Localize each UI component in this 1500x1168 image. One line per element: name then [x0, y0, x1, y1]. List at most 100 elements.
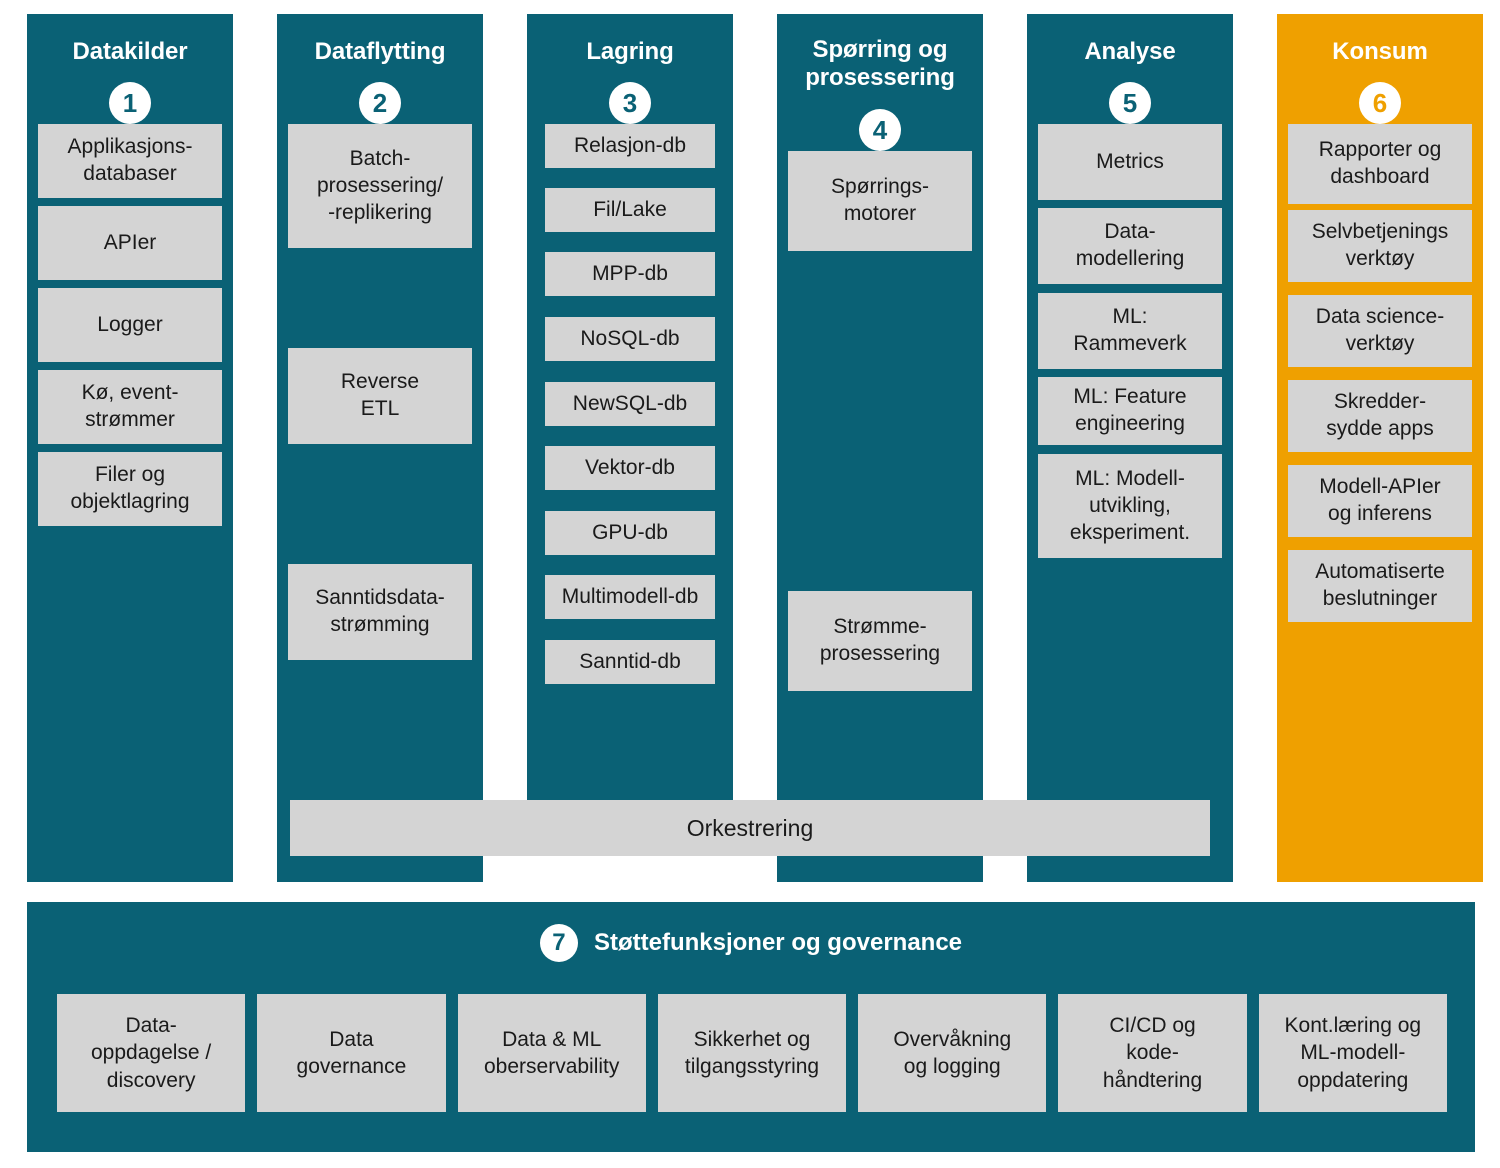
step-badge: 1 — [109, 82, 151, 125]
capability-card-label: Spørrings-motorer — [830, 174, 930, 225]
capability-card[interactable]: Data science-verktøy — [1288, 295, 1472, 368]
support-title: Støttefunksjoner og governance — [593, 929, 963, 956]
capability-card[interactable]: GPU-db — [545, 511, 715, 556]
capability-card-label: Logger — [97, 312, 163, 336]
capability-card[interactable]: Batch-prosessering/-replikering — [288, 124, 472, 249]
capability-card-label: Relasjon-db — [573, 133, 687, 157]
capability-card-label: Sanntid-db — [579, 649, 681, 673]
capability-card[interactable]: Relasjon-db — [545, 124, 715, 169]
capability-card-label: Applikasjons-databaser — [67, 135, 193, 186]
step-badge: 3 — [609, 82, 651, 125]
capability-card-label: Multimodell-db — [561, 584, 699, 608]
capability-card[interactable]: Sanntid-db — [545, 640, 715, 685]
capability-card-label: Skredder-sydde apps — [1326, 390, 1434, 441]
support-card[interactable]: Data-oppdagelse /discovery — [57, 994, 246, 1112]
capability-card[interactable]: Fil/Lake — [545, 188, 715, 233]
capability-card[interactable]: ML:Rammeverk — [1038, 293, 1222, 370]
capability-card-label: Kø, event-strømmer — [81, 381, 179, 432]
capability-card[interactable]: APIer — [38, 206, 222, 281]
capability-card[interactable]: Multimodell-db — [545, 575, 715, 620]
capability-card-label: Data science-verktøy — [1315, 305, 1445, 356]
capability-card[interactable]: Data-modellering — [1038, 208, 1222, 285]
support-card-label: Data-oppdagelse /discovery — [91, 1014, 212, 1092]
orchestration-bar: Orkestrering — [290, 800, 1210, 856]
support-step-badge: 7 — [539, 924, 578, 962]
capability-card[interactable]: Sanntidsdata-strømming — [288, 564, 472, 661]
capability-card[interactable]: Kø, event-strømmer — [38, 370, 222, 445]
capability-card[interactable]: Skredder-sydde apps — [1288, 380, 1472, 453]
capability-card-label: Vektor-db — [585, 455, 675, 479]
capability-card[interactable]: ML: Modell-utvikling,eksperiment. — [1038, 454, 1222, 559]
capability-card-label: Fil/Lake — [593, 197, 667, 221]
step-badge: 2 — [359, 82, 401, 125]
capability-card-label: Batch-prosessering/-replikering — [316, 147, 444, 224]
step-badge: 6 — [1359, 82, 1401, 125]
capability-card-label: NewSQL-db — [572, 391, 688, 415]
column-title: Analyse — [1084, 38, 1176, 65]
column-title: Lagring — [586, 38, 674, 65]
capability-card[interactable]: NoSQL-db — [545, 317, 715, 362]
capability-card[interactable]: Metrics — [1038, 124, 1222, 201]
capability-card-label: Strømme-prosessering — [819, 614, 941, 665]
capability-card[interactable]: Applikasjons-databaser — [38, 124, 222, 199]
capability-card[interactable]: Logger — [38, 288, 222, 363]
capability-card-label: MPP-db — [592, 261, 668, 285]
capability-card-label: Data-modellering — [1075, 220, 1185, 271]
column-title: Dataflytting — [314, 38, 446, 65]
step-badge: 5 — [1109, 82, 1151, 125]
capability-card[interactable]: MPP-db — [545, 252, 715, 297]
support-band: 7 Støttefunksjoner og governance Data-op… — [27, 902, 1475, 1152]
capability-card-label: GPU-db — [592, 520, 668, 544]
capability-card-label: NoSQL-db — [580, 326, 680, 350]
capability-card-label: Sanntidsdata-strømming — [315, 586, 445, 637]
capability-card-label: Metrics — [1096, 149, 1164, 173]
step-badge: 4 — [859, 108, 901, 151]
capability-card[interactable]: Vektor-db — [545, 446, 715, 491]
capability-card[interactable]: Spørrings-motorer — [788, 150, 972, 251]
capability-card[interactable]: NewSQL-db — [545, 382, 715, 427]
support-header: 7 Støttefunksjoner og governance — [27, 924, 1475, 962]
capability-card[interactable]: Strømme-prosessering — [788, 590, 972, 691]
column-title: Datakilder — [72, 38, 188, 65]
capability-card-label: ML:Rammeverk — [1073, 305, 1187, 356]
